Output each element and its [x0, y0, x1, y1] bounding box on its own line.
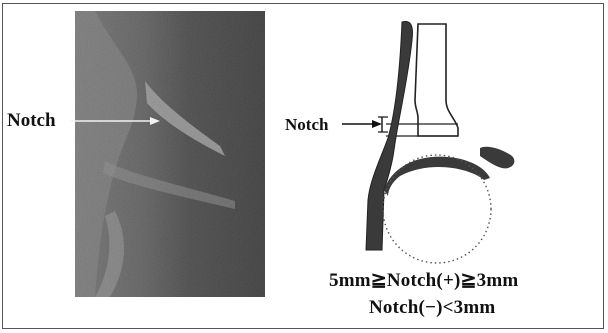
cartilage-band	[384, 157, 490, 196]
bone-outline	[415, 24, 458, 136]
left-notch-label: Notch	[7, 110, 56, 132]
criterion-notch-positive: 5mm≧Notch(+)≧3mm	[329, 269, 518, 292]
criterion-notch-negative: Notch(−)<3mm	[369, 297, 495, 319]
right-notch-arrowhead	[372, 120, 382, 128]
right-notch-label: Notch	[285, 115, 328, 135]
tissue-blob	[480, 147, 514, 169]
left-notch-arrowhead	[150, 117, 160, 125]
